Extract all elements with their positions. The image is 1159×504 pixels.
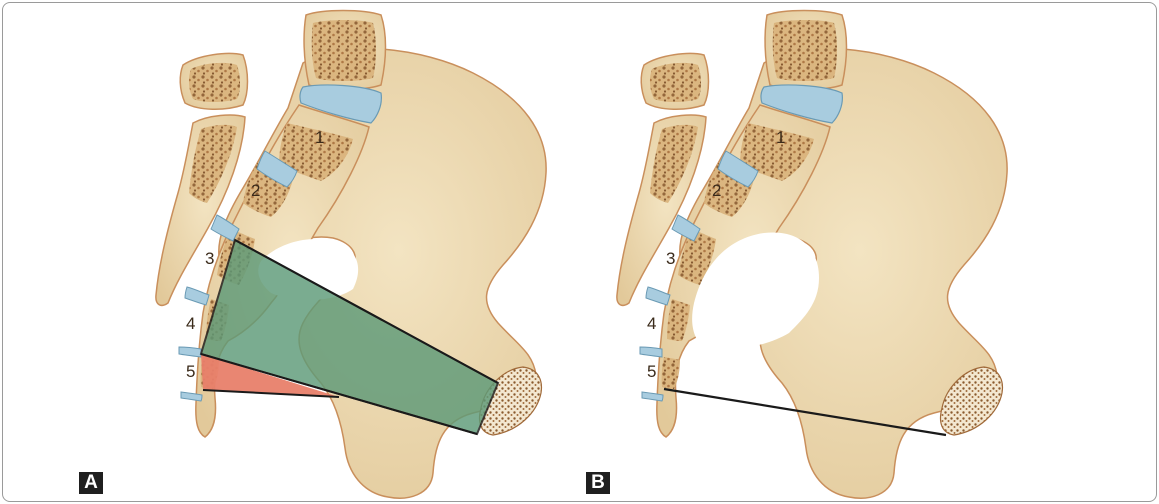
vertebra-label-3: 3 <box>666 249 675 268</box>
vertebra-label-5: 5 <box>186 362 195 381</box>
vertebra-label-2: 2 <box>251 181 260 200</box>
vertebra-label-2: 2 <box>712 181 721 200</box>
vertebra-label-5: 5 <box>647 362 656 381</box>
panel-label-a: A <box>79 472 103 494</box>
panel-a: 1 2 3 4 5 <box>156 11 546 499</box>
vertebra-label-4: 4 <box>186 314 195 333</box>
pelvis-diagram: 1 2 3 4 5 1 2 3 4 5 <box>3 3 1156 501</box>
panel-label-b: B <box>586 472 610 494</box>
vertebra-label-1: 1 <box>315 128 324 147</box>
vertebra-label-1: 1 <box>776 128 785 147</box>
panel-b: 1 2 3 4 5 <box>617 11 1007 499</box>
vertebra-label-4: 4 <box>647 314 656 333</box>
vertebra-label-3: 3 <box>205 249 214 268</box>
